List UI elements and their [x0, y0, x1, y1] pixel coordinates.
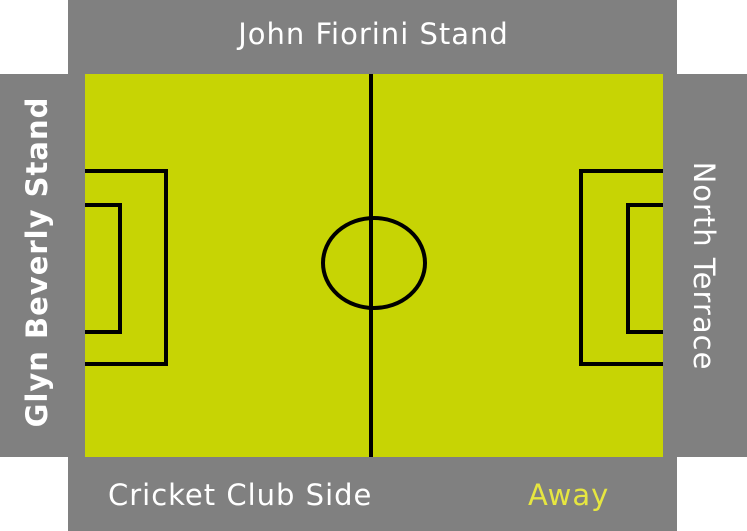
right-goal-area — [626, 203, 663, 334]
right-penalty-area — [579, 169, 663, 366]
glyn-beverly-stand-label: Glyn Beverly Stand — [20, 96, 54, 428]
west-stand-block — [0, 74, 85, 457]
north-stand-block — [68, 0, 677, 74]
north-terrace-label: North Terrace — [687, 161, 721, 371]
east-stand-block — [663, 74, 747, 457]
john-fiorini-stand-label: John Fiorini Stand — [238, 17, 509, 51]
cricket-club-side-label: Cricket Club Side — [108, 478, 373, 512]
football-pitch — [85, 74, 663, 457]
away-section-label: Away — [528, 478, 610, 512]
south-stand-block — [68, 457, 677, 531]
left-penalty-area — [85, 169, 168, 366]
centre-circle — [321, 216, 427, 310]
pitch-surface — [85, 74, 663, 457]
left-goal-area — [85, 203, 122, 334]
